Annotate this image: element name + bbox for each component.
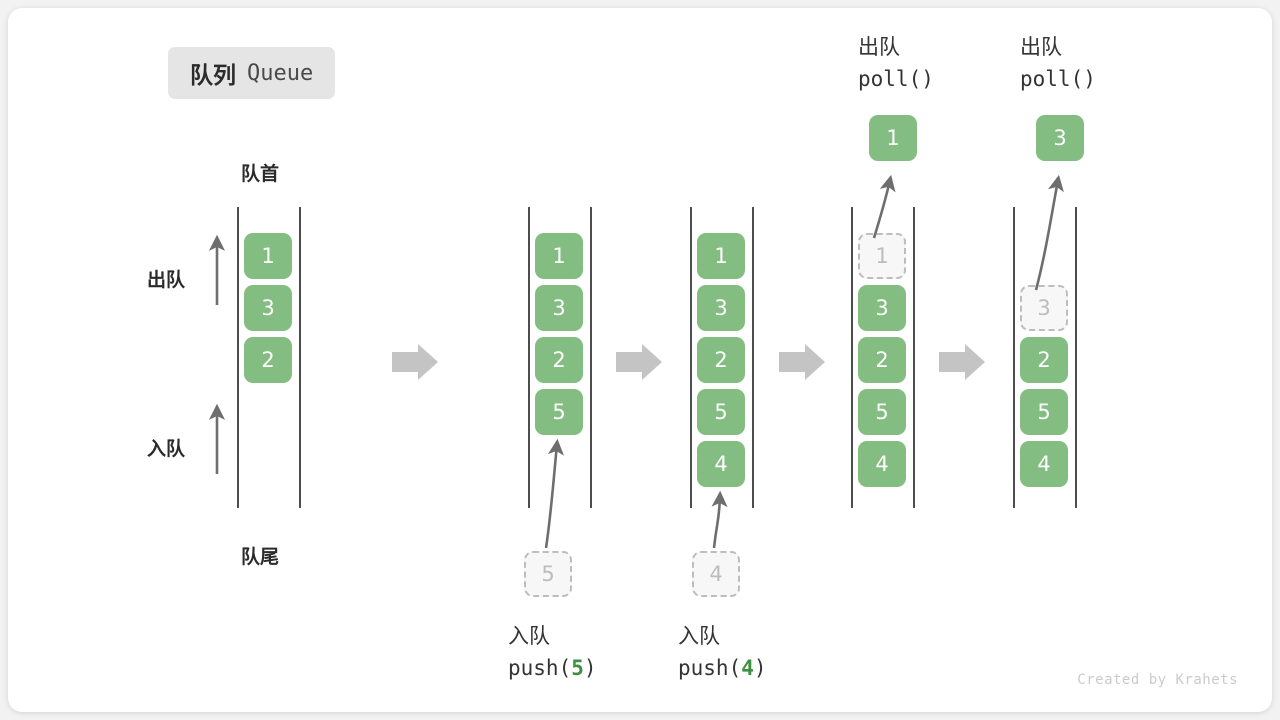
- cell-stage-poll-1-2: 2: [858, 337, 906, 383]
- cell-stage-push-5-2: 2: [535, 337, 583, 383]
- rail-left-stage-push-4: [690, 207, 692, 508]
- cell-stage-push-4-3: 5: [697, 389, 745, 435]
- rail-left-stage-initial: [237, 207, 239, 508]
- diagram-card: [8, 8, 1272, 712]
- push-4-fn-name: push(: [678, 656, 742, 680]
- cell-stage-push-5-1: 3: [535, 285, 583, 331]
- cell-stage-poll-1-3: 5: [858, 389, 906, 435]
- diagram-title-chip: 队列 Queue: [168, 47, 336, 99]
- enqueue-direction-label: 入队: [147, 438, 186, 460]
- rail-left-stage-poll-3: [1013, 207, 1015, 508]
- push-5-fn-name: push(: [508, 656, 572, 680]
- poll-3-caption-fn: poll(): [1020, 67, 1096, 91]
- cell-stage-poll-1-1: 3: [858, 285, 906, 331]
- cell-stage-push-4-4: 4: [697, 441, 745, 487]
- cell-stage-initial-2: 2: [244, 337, 292, 383]
- incoming-ghost-push-4: 4: [692, 551, 740, 597]
- title-english: Queue: [247, 60, 314, 86]
- cell-stage-initial-0: 1: [244, 233, 292, 279]
- poll-1-caption-cn: 出队: [858, 35, 900, 59]
- rail-left-stage-push-5: [528, 207, 530, 508]
- rail-right-stage-push-4: [752, 207, 754, 508]
- cell-stage-poll-1-0: 1: [858, 233, 906, 279]
- push-5-caption-fn: push(5): [508, 656, 597, 680]
- push-4-fn-close: ): [753, 656, 767, 680]
- cell-stage-push-5-0: 1: [535, 233, 583, 279]
- outgoing-cell-poll-3: 3: [1036, 115, 1084, 161]
- push-4-caption-cn: 入队: [678, 624, 720, 648]
- rail-right-stage-initial: [299, 207, 301, 508]
- cell-stage-poll-3-3: 5: [1020, 389, 1068, 435]
- rail-left-stage-poll-1: [851, 207, 853, 508]
- rail-right-stage-poll-1: [913, 207, 915, 508]
- rear-label: 队尾: [241, 546, 280, 568]
- watermark: Created by Krahets: [1077, 672, 1238, 688]
- poll-3-caption-cn: 出队: [1020, 35, 1062, 59]
- cell-stage-initial-1: 3: [244, 285, 292, 331]
- incoming-ghost-push-5: 5: [524, 551, 572, 597]
- push-4-caption-fn: push(4): [678, 656, 767, 680]
- cell-stage-push-4-0: 1: [697, 233, 745, 279]
- cell-stage-push-4-1: 3: [697, 285, 745, 331]
- cell-stage-push-4-2: 2: [697, 337, 745, 383]
- dequeue-direction-label: 出队: [147, 269, 186, 291]
- title-chinese: 队列: [190, 63, 236, 89]
- push-5-fn-arg: 5: [571, 656, 584, 680]
- cell-stage-poll-1-4: 4: [858, 441, 906, 487]
- push-5-fn-close: ): [583, 656, 597, 680]
- cell-stage-push-5-3: 5: [535, 389, 583, 435]
- cell-stage-poll-3-4: 4: [1020, 441, 1068, 487]
- outgoing-cell-poll-1: 1: [869, 115, 917, 161]
- push-5-caption-cn: 入队: [508, 624, 550, 648]
- poll-1-caption-fn: poll(): [858, 67, 934, 91]
- cell-stage-poll-3-1: 3: [1020, 285, 1068, 331]
- rail-right-stage-push-5: [590, 207, 592, 508]
- cell-stage-poll-3-2: 2: [1020, 337, 1068, 383]
- rail-right-stage-poll-3: [1075, 207, 1077, 508]
- push-4-fn-arg: 4: [741, 656, 754, 680]
- front-label: 队首: [241, 163, 280, 185]
